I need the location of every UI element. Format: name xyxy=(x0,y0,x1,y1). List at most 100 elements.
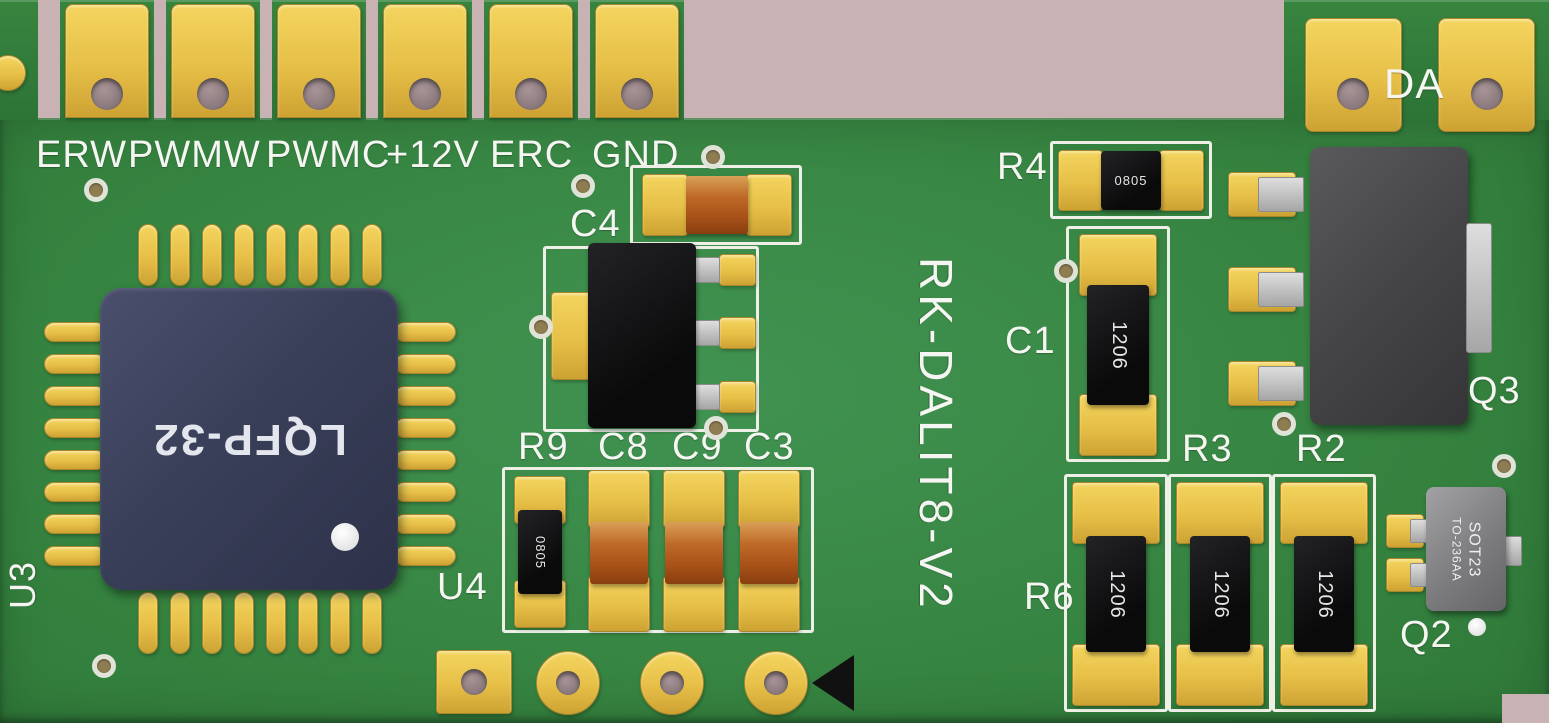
connector-label-pwmw: PWMW xyxy=(128,134,261,176)
c8-pad-bottom xyxy=(588,576,650,632)
r3-ref-label: R3 xyxy=(1182,428,1233,470)
connector-label-pwmc: PWMC xyxy=(266,134,391,176)
ic-pin xyxy=(266,592,286,654)
c1-silkscreen-outline xyxy=(1066,226,1170,462)
r6-pad-top xyxy=(1072,482,1160,544)
c3-pad-top xyxy=(738,470,800,528)
da-pad-left xyxy=(1305,18,1402,132)
ic-pin xyxy=(330,224,350,286)
via xyxy=(1492,454,1516,478)
c9-body xyxy=(665,522,723,584)
mount-hole xyxy=(660,671,684,695)
da-label: DA xyxy=(1384,60,1445,107)
c3-ref-label: C3 xyxy=(744,426,795,468)
regulator-pin-pad xyxy=(719,317,756,349)
connector-label-erw: ERW xyxy=(36,134,127,176)
ic-pin xyxy=(44,482,106,502)
r3-pad-bottom xyxy=(1176,644,1264,706)
c4-ref-label: C4 xyxy=(570,203,621,245)
connector-pad xyxy=(383,4,467,118)
c9-pad-top xyxy=(663,470,725,528)
c4-body xyxy=(686,176,748,234)
r6-package-text: 1206 xyxy=(1105,569,1128,619)
ic-pin xyxy=(298,224,318,286)
via xyxy=(84,178,108,202)
r3-pad-top xyxy=(1176,482,1264,544)
c4-pad-right xyxy=(746,174,792,236)
r2-pad-bottom xyxy=(1280,644,1368,706)
ic-pin xyxy=(394,418,456,438)
connector-tab xyxy=(166,0,260,120)
ic-pin xyxy=(234,592,254,654)
r2-ref-label: R2 xyxy=(1296,428,1347,470)
q2-package-to236aa: TO-236AA xyxy=(1449,516,1464,582)
c8-pad-top xyxy=(588,470,650,528)
ic-pin xyxy=(394,354,456,374)
ic-pin xyxy=(44,386,106,406)
connector-tab xyxy=(378,0,472,120)
u3-package-label: LQFP-32 xyxy=(151,415,347,464)
connector-tab xyxy=(590,0,684,120)
r6-silkscreen-outline xyxy=(1064,474,1168,712)
connector-label-erc: ERC xyxy=(490,134,574,176)
da-hole-right xyxy=(1471,78,1503,110)
board-corner-cut xyxy=(1502,694,1549,723)
ic-pin xyxy=(394,482,456,502)
r2-silkscreen-outline xyxy=(1272,474,1376,712)
c1-body: 1206 xyxy=(1087,285,1149,405)
ic-pin xyxy=(138,224,158,286)
c1-ref-label: C1 xyxy=(1005,320,1056,362)
via xyxy=(701,145,725,169)
regulator-lead xyxy=(694,257,720,283)
q3-lead xyxy=(1258,272,1304,307)
r4-silkscreen-outline xyxy=(1050,141,1212,219)
r2-pad-top xyxy=(1280,482,1368,544)
u3-pin1-dot xyxy=(331,523,359,551)
mount-hole xyxy=(556,671,580,695)
ic-pin xyxy=(44,322,106,342)
via xyxy=(704,416,728,440)
regulator-body xyxy=(588,243,696,428)
regulator-pin-pad xyxy=(719,254,756,286)
ic-pin xyxy=(394,450,456,470)
ic-pin xyxy=(234,224,254,286)
q3-lead xyxy=(1258,366,1304,401)
ic-pin xyxy=(394,546,456,566)
via xyxy=(1054,259,1078,283)
r6-pad-bottom xyxy=(1072,644,1160,706)
r2-body: 1206 xyxy=(1294,536,1354,652)
r9-package-text: 0805 xyxy=(532,535,548,569)
u4-ref-label: U4 xyxy=(437,566,488,608)
ic-pin xyxy=(44,546,106,566)
r2-package-text: 1206 xyxy=(1313,569,1336,619)
regulator-pin-pad xyxy=(719,381,756,413)
u3-pins-right xyxy=(394,322,456,566)
u3-pins-left xyxy=(44,322,106,566)
connector-hole xyxy=(515,78,547,110)
mount-hole xyxy=(461,669,487,695)
r3-body: 1206 xyxy=(1190,536,1250,652)
via xyxy=(529,315,553,339)
ic-pin xyxy=(170,224,190,286)
r4-ref-label: R4 xyxy=(997,146,1048,188)
connector-hole xyxy=(197,78,229,110)
u3-ref-label: U3 xyxy=(2,560,43,610)
q2-package-sot23: SOT23 xyxy=(1465,521,1483,577)
connector-tab xyxy=(484,0,578,120)
ic-pin xyxy=(44,418,106,438)
ic-pin xyxy=(202,224,222,286)
via xyxy=(1272,412,1296,436)
da-hole-left xyxy=(1337,78,1369,110)
q3-ref-label: Q3 xyxy=(1468,370,1521,412)
connector-hole xyxy=(91,78,123,110)
q2-ref-label: Q2 xyxy=(1400,614,1453,656)
ic-pin xyxy=(394,514,456,534)
ic-pin xyxy=(44,450,106,470)
r4-pad-right xyxy=(1159,150,1204,211)
da-pad-right xyxy=(1438,18,1535,132)
c3-body xyxy=(740,522,798,584)
r9-body: 0805 xyxy=(518,510,562,594)
q2-body: SOT23 TO-236AA xyxy=(1426,487,1506,611)
r9-ref-label: R9 xyxy=(518,426,569,468)
